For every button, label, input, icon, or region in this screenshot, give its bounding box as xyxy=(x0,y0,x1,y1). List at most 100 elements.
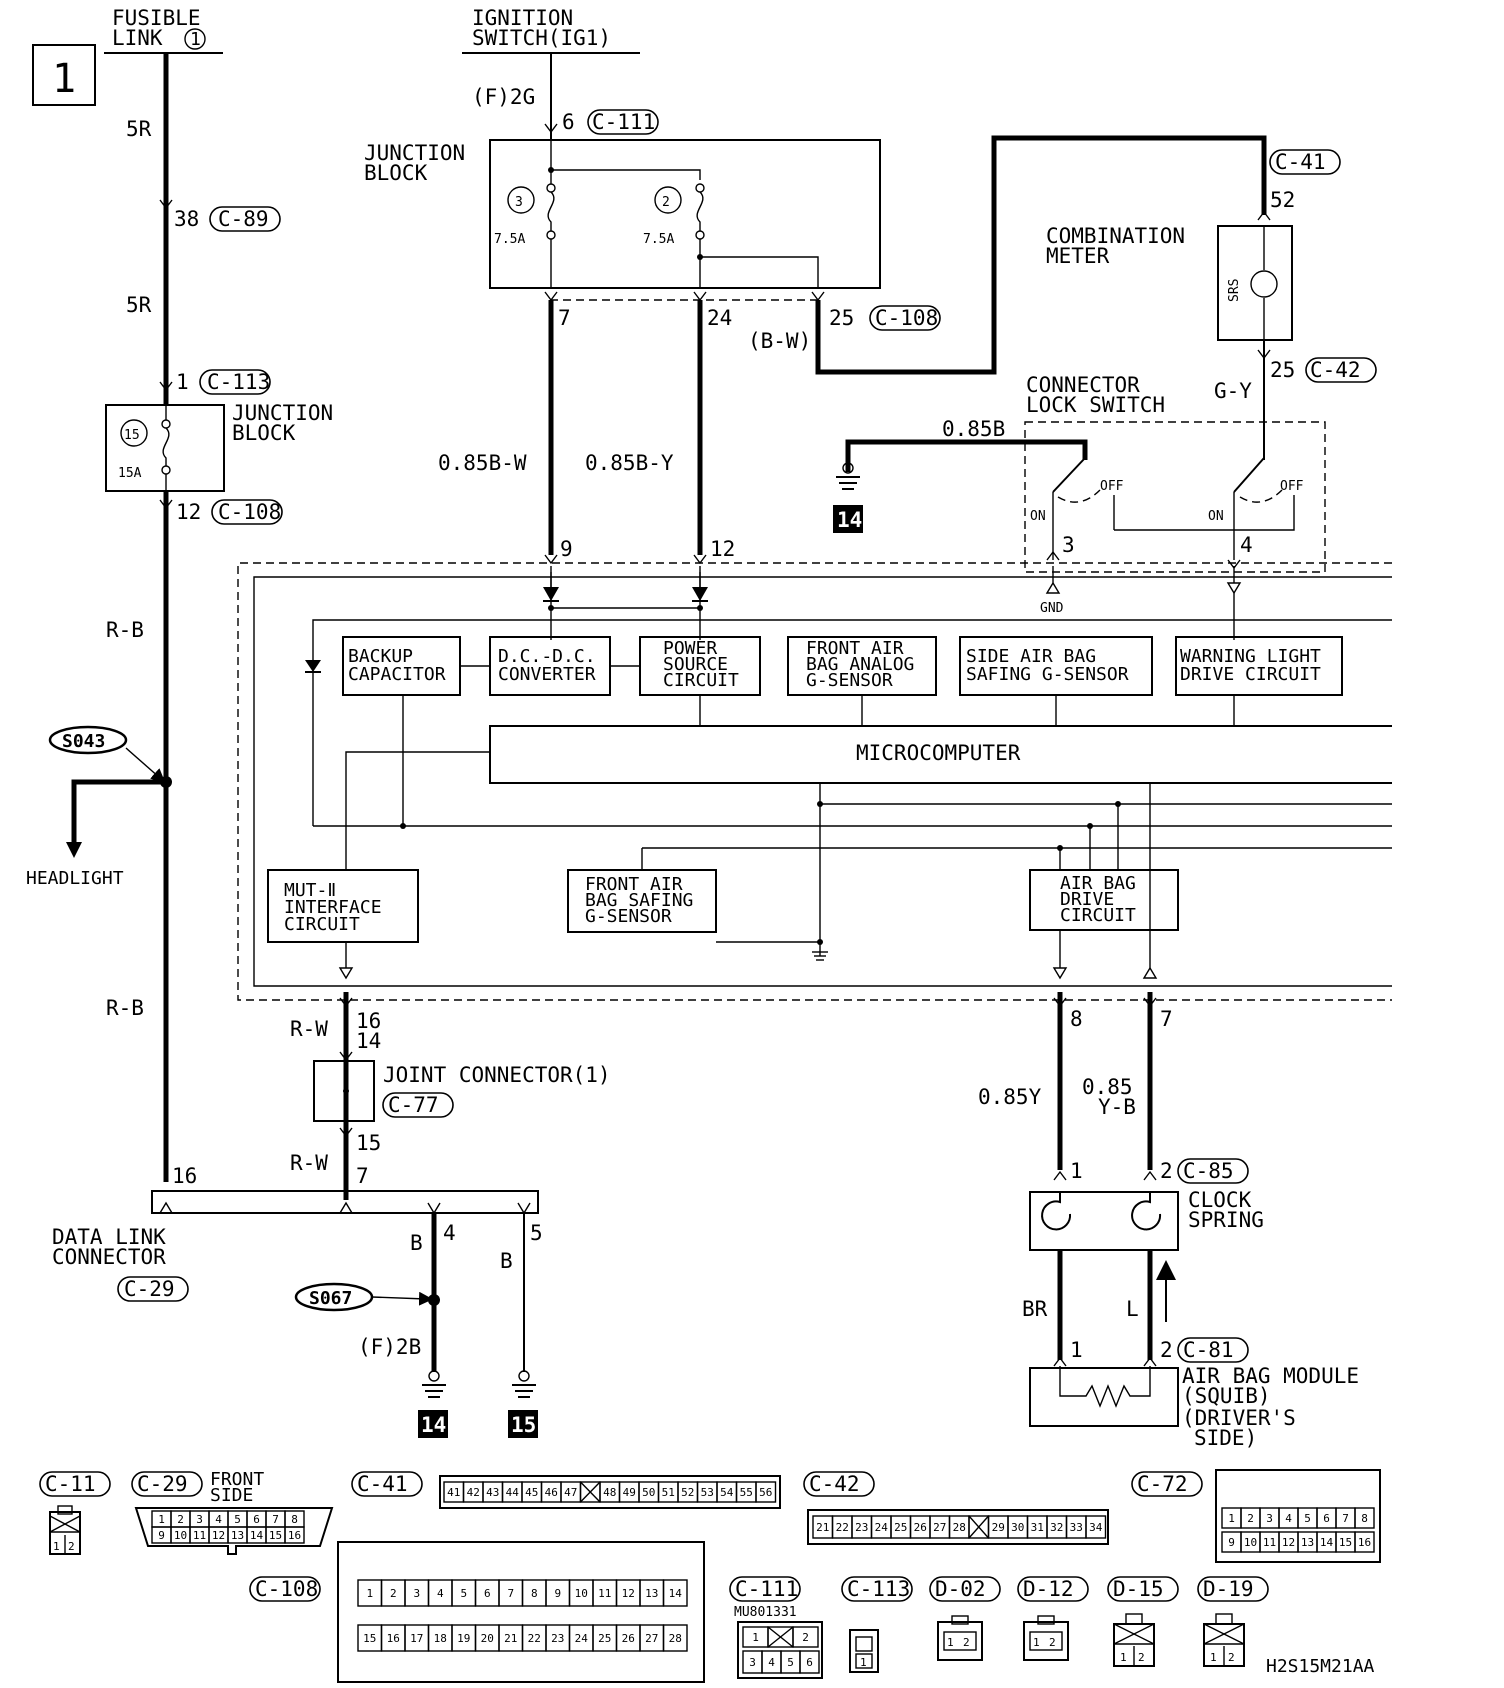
svg-text:1: 1 xyxy=(1033,1636,1040,1649)
conn-c77: C-77 xyxy=(388,1093,439,1117)
c108-pin-label: 7 xyxy=(507,1587,514,1600)
air-bag-drive-label-3: CIRCUIT xyxy=(1060,905,1136,926)
fusible-link-circuit: FUSIBLE LINK 1 5R 38 5R 1 15 15A JUNCTIO… xyxy=(26,6,333,1182)
c108-pin-label: 6 xyxy=(484,1587,491,1600)
wire-l: L xyxy=(1126,1297,1139,1321)
wire-085y: 0.85Y xyxy=(978,1085,1042,1109)
c108-pin-label: 14 xyxy=(669,1587,683,1600)
fusible-link-label-2: LINK xyxy=(112,26,163,50)
pin-1-c113: 1 xyxy=(176,370,189,394)
pin-7c: 7 xyxy=(1160,1007,1173,1031)
backup-capacitor-label: BACKUP xyxy=(348,646,413,667)
view-d12: D-12 xyxy=(1023,1577,1074,1601)
svg-text:1: 1 xyxy=(860,1656,867,1669)
svg-text:2: 2 xyxy=(1228,1651,1235,1664)
page-number-box: 1 xyxy=(32,44,96,106)
pin-4: 4 xyxy=(1240,533,1253,557)
c111-part-number: MU801331 xyxy=(734,1605,797,1620)
c41-pin-label: 49 xyxy=(623,1486,636,1499)
fuse-2-rating: 7.5A xyxy=(643,232,674,247)
c42-pin-label: 21 xyxy=(816,1521,829,1534)
front-safing-label-2: BAG SAFING xyxy=(585,890,693,911)
c29-pin-label: 6 xyxy=(253,1513,260,1526)
air-bag-drive-label: AIR BAG xyxy=(1060,873,1136,894)
svg-text:1: 1 xyxy=(1210,1651,1217,1664)
air-bag-module-label-4: SIDE) xyxy=(1194,1426,1257,1450)
svg-text:2: 2 xyxy=(1049,1636,1056,1649)
headlight-label: HEADLIGHT xyxy=(26,868,124,889)
c41-pin-label: 55 xyxy=(740,1486,753,1499)
srs-control-unit: GND BACKUP CAPACITOR D.C.-D.C. CONVERTER… xyxy=(237,562,1392,1001)
c72-pin-label: 10 xyxy=(1244,1536,1257,1549)
connector-labels-left: C-89 C-113 C-108 S043 xyxy=(48,206,283,783)
conn-c81: C-81 xyxy=(1183,1338,1234,1362)
data-link-circuit: 16 14 R-W JOINT CONNECTOR(1) C-77 15 R-W… xyxy=(52,992,611,1438)
fusible-link-number: 1 xyxy=(190,29,201,50)
front-safing-label-3: G-SENSOR xyxy=(585,906,672,927)
c108-pin-label: 9 xyxy=(554,1587,561,1600)
splice-s067-dot xyxy=(428,1294,440,1306)
c29-pin-label: 13 xyxy=(231,1529,244,1542)
c29-pin-label: 3 xyxy=(196,1513,203,1526)
c108-pin-label: 10 xyxy=(575,1587,588,1600)
c111-pin-label: 4 xyxy=(768,1656,775,1669)
c41-pin-label: 56 xyxy=(759,1486,772,1499)
c29-pin-label: 8 xyxy=(291,1513,298,1526)
c108-pin-label: 22 xyxy=(528,1632,541,1645)
c29-pin-label: 4 xyxy=(215,1513,222,1526)
c29-pin-label: 10 xyxy=(174,1529,187,1542)
c108-pin-label: 1 xyxy=(366,1587,373,1600)
c108-pin-label: 11 xyxy=(598,1587,611,1600)
c42-pin-label: 27 xyxy=(933,1521,946,1534)
air-bag-module xyxy=(1029,1367,1179,1427)
wire-5r-mid: 5R xyxy=(126,293,152,317)
view-d15: D-15 xyxy=(1113,1577,1164,1601)
pin-12: 12 xyxy=(710,537,735,561)
pin-7b: 7 xyxy=(356,1164,369,1188)
c42-face xyxy=(807,1509,1109,1545)
pin-38: 38 xyxy=(174,207,199,231)
svg-text:1: 1 xyxy=(1120,1651,1127,1664)
c72-pin-label: 14 xyxy=(1320,1536,1334,1549)
pin-16: 16 xyxy=(356,1009,381,1033)
c29-pin-label: 11 xyxy=(193,1529,206,1542)
c42-pin-label: 22 xyxy=(836,1521,849,1534)
c41-pin-label: 45 xyxy=(525,1486,538,1499)
view-d19: D-19 xyxy=(1203,1577,1254,1601)
c41-cell xyxy=(755,1481,777,1503)
wire-085b: 0.85B xyxy=(942,417,1005,441)
c41-pin-label: 53 xyxy=(701,1486,714,1499)
c111-cavity-x xyxy=(767,1626,794,1648)
power-source-label-2: SOURCE xyxy=(663,654,728,675)
c108-face xyxy=(337,1541,705,1683)
c72-pin-label: 1 xyxy=(1228,1512,1235,1525)
c108-pin-label: 8 xyxy=(531,1587,538,1600)
wire-rb-2: R-B xyxy=(106,996,144,1020)
fusible-link-label: FUSIBLE xyxy=(112,6,201,30)
wire-f2g: (F)2G xyxy=(472,85,535,109)
c108-pin-label: 13 xyxy=(645,1587,658,1600)
c72-pin-label: 3 xyxy=(1266,1512,1273,1525)
c111-pin-label: 1 xyxy=(752,1631,759,1644)
c42-pin-label: 30 xyxy=(1011,1521,1024,1534)
c42-pin-label: 31 xyxy=(1031,1521,1044,1534)
wire-br: BR xyxy=(1022,1297,1048,1321)
pin-16b: 16 xyxy=(172,1164,197,1188)
c42-pin-label: 34 xyxy=(1089,1521,1103,1534)
backup-capacitor-label-2: CAPACITOR xyxy=(348,664,446,685)
air-bag-drive-label-2: DRIVE xyxy=(1060,889,1114,910)
ignition-switch-label-2: SWITCH(IG1) xyxy=(472,26,611,50)
c108-cell xyxy=(662,1624,688,1652)
c29-pin-label: 7 xyxy=(272,1513,279,1526)
c72-pin-label: 9 xyxy=(1228,1536,1235,1549)
ignition-switch-label: IGNITION xyxy=(472,6,573,30)
conn-c85: C-85 xyxy=(1183,1159,1234,1183)
c29-front-side: FRONT xyxy=(210,1469,264,1490)
c108-pin-label: 28 xyxy=(669,1632,682,1645)
data-link-label: DATA LINK xyxy=(52,1225,166,1249)
c111-pin-label: 3 xyxy=(749,1656,756,1669)
dcdc-label: D.C.-D.C. xyxy=(498,646,596,667)
front-safing-g-sensor xyxy=(567,869,717,933)
front-analog-label-3: G-SENSOR xyxy=(806,670,893,691)
pin-3: 3 xyxy=(1062,533,1075,557)
